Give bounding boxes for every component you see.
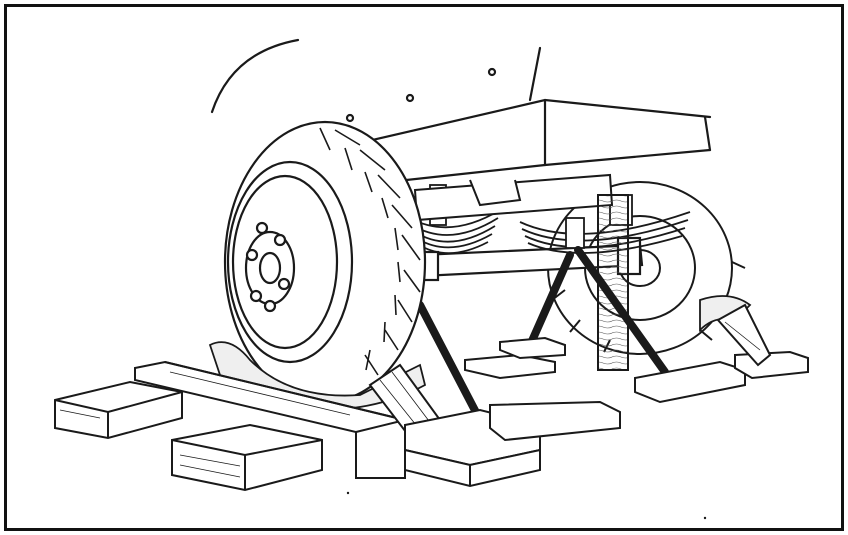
stray-marks xyxy=(346,491,707,520)
front-wheel xyxy=(223,120,427,404)
vehicle-body xyxy=(210,38,712,187)
wood-blocks xyxy=(54,303,809,492)
